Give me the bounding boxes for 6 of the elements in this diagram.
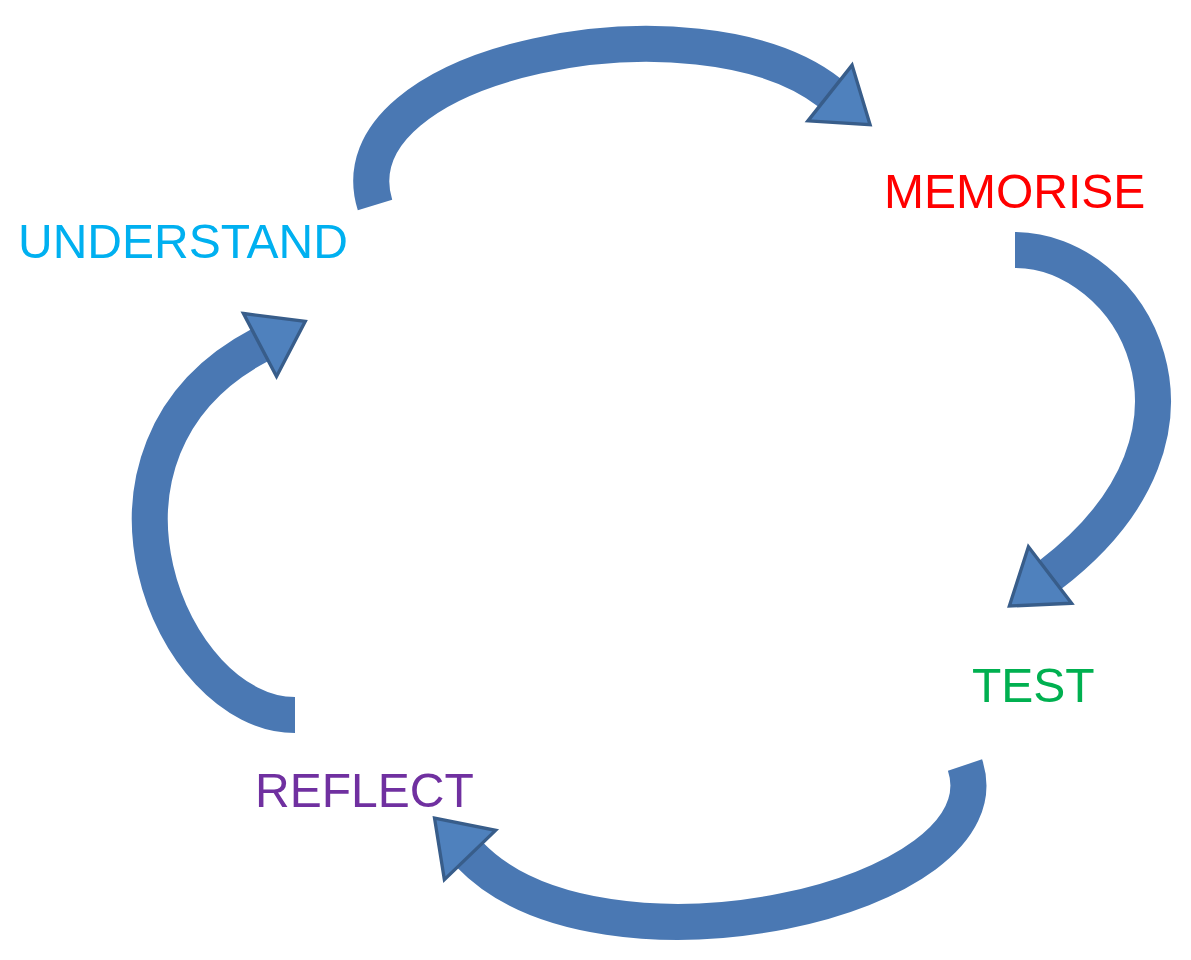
curved-arrow [132,313,305,733]
stage-label: UNDERSTAND [18,218,348,266]
stage-label: REFLECT [255,767,474,815]
stage-label: TEST [972,662,1095,710]
curved-arrow [1010,232,1171,611]
stage-label: MEMORISE [884,168,1146,216]
